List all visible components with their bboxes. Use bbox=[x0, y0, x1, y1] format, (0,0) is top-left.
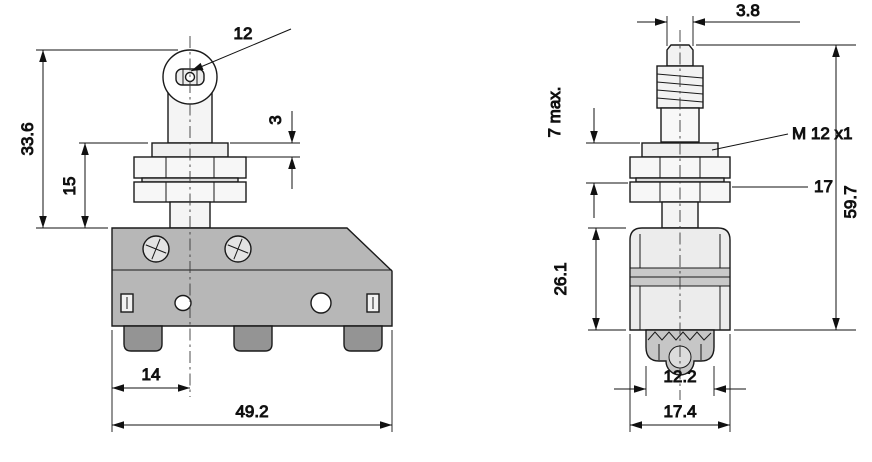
dim-front-49-2: 49.2 bbox=[112, 330, 393, 432]
front-hole-right bbox=[310, 292, 332, 314]
dim-label-3: 3 bbox=[266, 115, 285, 124]
dim-label-thread: M 12 x1 bbox=[792, 124, 852, 143]
dim-label-3-8: 3.8 bbox=[736, 1, 760, 20]
front-terminal-clips bbox=[120, 293, 380, 313]
front-body bbox=[111, 227, 393, 352]
label-thread: M 12 x1 bbox=[711, 124, 853, 151]
dim-side-59-7: 59.7 bbox=[696, 44, 861, 331]
dim-side-26-1: 26.1 bbox=[551, 227, 626, 331]
dim-front-roller-12: 12 bbox=[190, 24, 292, 72]
dim-label-33-6: 33.6 bbox=[18, 122, 37, 155]
dim-front-15: 15 bbox=[60, 142, 148, 228]
dim-label-26-1: 26.1 bbox=[551, 262, 570, 295]
dim-side-3-8: 3.8 bbox=[637, 1, 800, 46]
label-nut-17: 17 bbox=[732, 177, 833, 197]
dim-label-12: 12 bbox=[234, 24, 253, 43]
dim-label-14: 14 bbox=[142, 365, 161, 384]
side-view: 3.8 M 12 x1 17 7 max. 26.1 bbox=[545, 1, 861, 432]
dim-label-17: 17 bbox=[814, 177, 833, 196]
dim-front-14: 14 bbox=[111, 330, 190, 432]
dim-label-49-2: 49.2 bbox=[235, 402, 268, 421]
dim-front-33-6: 33.6 bbox=[18, 49, 178, 229]
dim-side-17-4: 17.4 bbox=[629, 334, 731, 432]
dim-label-12-2: 12.2 bbox=[663, 367, 696, 386]
front-mounting-feet bbox=[123, 325, 383, 352]
dim-label-7-max: 7 max. bbox=[545, 86, 564, 137]
dim-label-59-7: 59.7 bbox=[841, 185, 860, 218]
front-screw-left bbox=[142, 235, 170, 263]
dim-side-12-2: 12.2 bbox=[614, 366, 746, 396]
front-screw-right bbox=[224, 235, 252, 263]
dim-side-7-max: 7 max. bbox=[545, 86, 640, 218]
front-view: 12 33.6 15 3 14 bbox=[18, 24, 393, 432]
dim-label-15: 15 bbox=[60, 177, 79, 196]
dim-front-3: 3 bbox=[230, 111, 300, 189]
dim-label-17-4: 17.4 bbox=[663, 402, 696, 421]
front-hole-left bbox=[174, 294, 192, 312]
